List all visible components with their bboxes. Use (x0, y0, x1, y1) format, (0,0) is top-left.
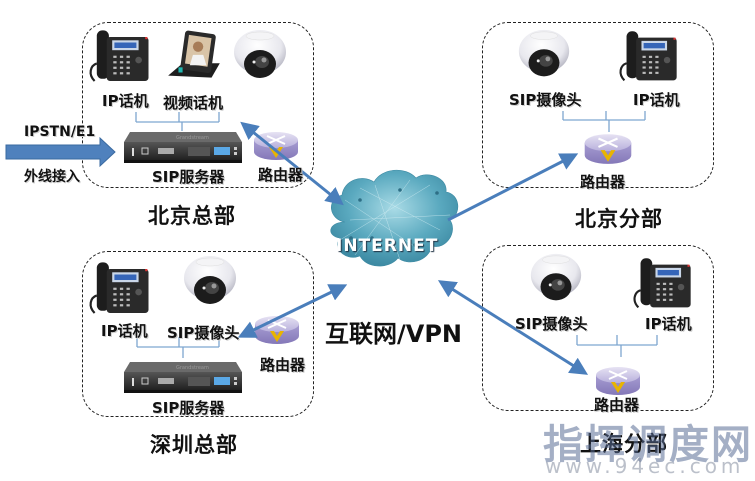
wan-links (237, 121, 589, 375)
watermark-text: 指挥调度网 (543, 422, 753, 468)
ip-phone-label: IP话机 (101, 322, 148, 340)
external-line-top-label: IPSTN/E1 (24, 124, 96, 140)
link-beijing-branch (447, 153, 579, 222)
internet-label: INTERNET (336, 236, 439, 256)
sip-server-icon (123, 131, 243, 164)
router-label: 路由器 (580, 173, 626, 191)
site-title-shenzhen-hq: 深圳总部 (150, 433, 238, 457)
site-title-beijing-hq: 北京总部 (148, 204, 236, 228)
sip-server-icon (123, 361, 243, 394)
router-icon (253, 314, 301, 346)
video-phone-label: 视频话机 (163, 94, 224, 112)
ip-phone-icon (89, 29, 150, 83)
ip-phone-label: IP话机 (102, 92, 149, 110)
watermark-url: www.94ec.com (545, 454, 745, 478)
lan-lines (135, 112, 220, 131)
sip-server-label: SIP服务器 (152, 399, 225, 417)
site-box-beijing-branch (482, 22, 714, 188)
sip-server-label: SIP服务器 (152, 168, 225, 186)
router-icon (594, 365, 642, 397)
video-phone-icon (168, 30, 220, 78)
site-box-beijing-hq (82, 22, 314, 188)
site-title-beijing-branch: 北京分部 (575, 207, 663, 231)
site-title-shanghai-branch: 上海分部 (580, 432, 668, 456)
camera-icon (233, 29, 287, 79)
ip-phone-label: IP话机 (645, 315, 692, 333)
site-shanghai-branch (530, 253, 692, 397)
camera-icon (530, 253, 582, 301)
sip-camera-label: SIP摄像头 (509, 91, 582, 109)
lan-lines (576, 335, 658, 357)
link-shanghai-branch (437, 280, 589, 375)
sip-camera-label: SIP摄像头 (167, 324, 240, 342)
ip-phone-icon (89, 261, 150, 315)
router-label: 路由器 (260, 356, 306, 374)
internet-cloud (330, 169, 459, 267)
link-beijing-hq (240, 121, 344, 206)
external-line-arrow (5, 136, 116, 168)
router-icon (253, 131, 299, 161)
camera-icon (183, 255, 237, 305)
ip-phone-icon (633, 257, 692, 309)
sip-camera-label: SIP摄像头 (515, 315, 588, 333)
www-label: WWW (372, 272, 405, 285)
site-shenzhen-hq (89, 255, 301, 394)
site-beijing-branch (518, 29, 678, 165)
site-beijing-hq (89, 29, 299, 164)
camera-icon (518, 29, 570, 77)
router-label: 路由器 (258, 166, 304, 184)
link-shenzhen-hq (237, 284, 348, 338)
router-label: 路由器 (594, 396, 640, 414)
ip-phone-label: IP话机 (633, 91, 680, 109)
ip-phone-icon (619, 30, 678, 82)
lan-lines (136, 337, 220, 358)
router-icon (583, 133, 633, 165)
lan-lines (562, 111, 646, 132)
external-line-bottom-label: 外线接入 (24, 169, 80, 185)
wan-label: 互联网/VPN (325, 320, 463, 348)
